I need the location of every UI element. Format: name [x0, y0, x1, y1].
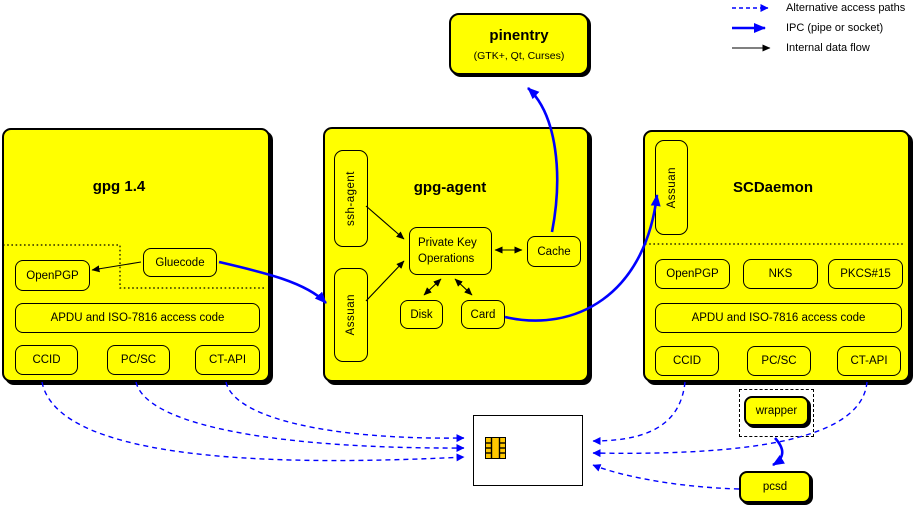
scdaemon-ctapi-module: CT-API	[837, 346, 901, 376]
alt-gpg14-ccid-to-card	[41, 381, 465, 462]
scdaemon-assuan-module: Assuan	[655, 140, 688, 235]
pcsd-box: pcsd	[739, 471, 811, 503]
scdaemon-assuan-label: Assuan	[665, 166, 678, 209]
gpgagent-box: gpg-agent ssh-agent Assuan Private Key O…	[323, 127, 589, 382]
gpgagent-card-module: Card	[461, 300, 505, 329]
pcsd-label: pcsd	[762, 481, 788, 493]
scdaemon-pcsc-module: PC/SC	[747, 346, 811, 376]
gpgagent-sshagent-label: ssh-agent	[345, 170, 357, 226]
scdaemon-title: SCDaemon	[732, 179, 814, 196]
private-key-ops-line1: Private Key	[418, 237, 477, 249]
gpg14-box: gpg 1.4 OpenPGP Gluecode APDU and ISO-78…	[2, 128, 270, 382]
smartcard-reader	[473, 415, 583, 486]
legend-label-alternative-access: Alternative access paths	[786, 2, 906, 14]
gpg14-pcsc-module: PC/SC	[107, 345, 170, 375]
gpg14-apdu-module: APDU and ISO-7816 access code	[15, 303, 260, 333]
gpg14-gluecode-module: Gluecode	[143, 248, 217, 277]
private-key-ops-line2: Operations	[418, 253, 475, 265]
scdaemon-pkcs15-module: PKCS#15	[828, 259, 903, 289]
ipc-wrapper-to-pcsd	[772, 437, 785, 467]
pinentry-subtitle: (GTK+, Qt, Curses)	[473, 49, 565, 62]
scdaemon-box: SCDaemon Assuan OpenPGP NKS PKCS#15 APDU…	[643, 130, 910, 382]
gpgagent-assuan-label: Assuan	[345, 294, 357, 336]
gpg14-openpgp-module: OpenPGP	[15, 260, 90, 291]
gpg14-title: gpg 1.4	[92, 178, 146, 195]
scdaemon-apdu-module: APDU and ISO-7816 access code	[655, 303, 902, 333]
wrapper-box: wrapper	[744, 396, 809, 426]
alt-pcsd-to-card	[592, 464, 740, 490]
gpgagent-sshagent-module: ssh-agent	[334, 150, 368, 247]
smartcard-chip-icon	[485, 437, 506, 459]
pinentry-title: pinentry	[489, 26, 549, 44]
alt-gpg14-ctapi-to-card	[225, 381, 465, 443]
gpgagent-private-key-ops-module: Private Key Operations	[409, 227, 492, 275]
wrapper-label: wrapper	[755, 405, 798, 417]
gpg14-ccid-module: CCID	[15, 345, 78, 375]
gpgagent-title: gpg-agent	[413, 179, 487, 196]
gpgagent-assuan-module: Assuan	[334, 268, 368, 362]
legend-label-ipc: IPC (pipe or socket)	[786, 22, 884, 34]
alt-scdaemon-ccid-to-card	[592, 381, 686, 445]
scdaemon-nks-module: NKS	[743, 259, 818, 289]
scdaemon-ccid-module: CCID	[655, 346, 719, 376]
gpgagent-disk-module: Disk	[400, 300, 443, 329]
alt-gpg14-pcsc-to-card	[135, 381, 465, 453]
alt-scdaemon-ctapi-to-card	[592, 381, 868, 458]
pinentry-box: pinentry (GTK+, Qt, Curses)	[449, 13, 589, 75]
gpgagent-cache-module: Cache	[527, 236, 581, 267]
legend-label-internal-flow: Internal data flow	[786, 42, 870, 54]
gpg14-ctapi-module: CT-API	[195, 345, 260, 375]
scdaemon-openpgp-module: OpenPGP	[655, 259, 730, 289]
